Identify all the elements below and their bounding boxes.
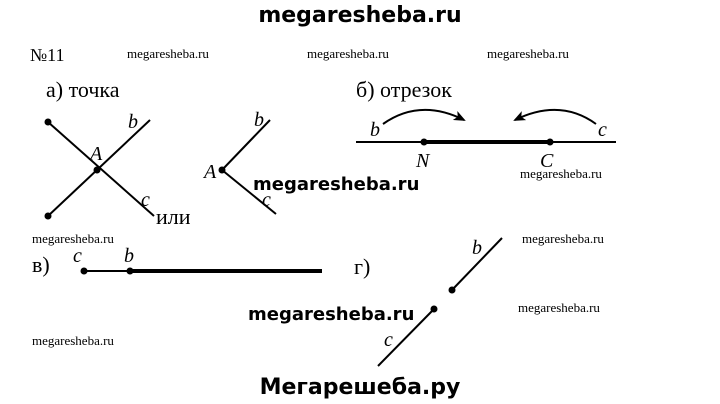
part-v-c-label: c [73, 245, 82, 267]
part-b-left-label: b [370, 119, 380, 141]
watermark-small-3: megaresheba.ru [487, 46, 569, 61]
watermark-small-4: megaresheba.ru [520, 166, 602, 181]
watermark-middle-2: megaresheba.ru [248, 304, 414, 325]
part-b-point-n [420, 138, 428, 146]
part-a-point-a [93, 166, 101, 174]
part-b-c-label: C [540, 150, 554, 172]
part-g-b-label: b [472, 237, 482, 259]
part-a-ray-c-label: c [141, 189, 150, 211]
part-g-c-label: c [384, 329, 393, 351]
problem-number: №11 [30, 45, 65, 65]
part-a-angle-c-label: c [262, 189, 271, 211]
part-g-label: г) [354, 254, 370, 279]
part-a-angle-ray-c [221, 169, 277, 215]
watermark-small-5: megaresheba.ru [32, 231, 114, 246]
part-a-angle-ray-b [221, 119, 271, 171]
part-a-angle-b-label: b [254, 109, 264, 131]
part-b-arrow-left [382, 109, 466, 125]
part-a-point-label: A [88, 143, 103, 165]
part-v-point-b [126, 267, 134, 275]
watermark-small-8: megaresheba.ru [32, 333, 114, 348]
part-a-angle-vertex-label: A [202, 161, 217, 183]
part-b-arrow-right [513, 109, 597, 125]
part-a-line-1 [47, 121, 155, 217]
watermark-small-1: megaresheba.ru [127, 46, 209, 61]
part-v-point-c [80, 267, 88, 275]
part-b-point-c [546, 138, 554, 146]
watermark-top: megaresheba.ru [258, 3, 461, 28]
part-g-ray-b [451, 237, 503, 291]
part-a-label: а) точка [46, 77, 120, 102]
watermark-small-6: megaresheba.ru [522, 231, 604, 246]
watermark-middle-1: megaresheba.ru [253, 174, 419, 195]
watermark-small-7: megaresheba.ru [518, 300, 600, 315]
part-a-endpoint-2 [44, 212, 52, 220]
part-g-ray-c [377, 308, 435, 367]
part-g-point-c [430, 305, 438, 313]
part-v-label: в) [32, 252, 50, 277]
part-b-n-label: N [415, 150, 431, 172]
part-a-or-text: или [156, 204, 191, 229]
part-a-ray-b-label: b [128, 111, 138, 133]
watermark-small-2: megaresheba.ru [307, 46, 389, 61]
part-a-endpoint-1 [44, 118, 52, 126]
part-b-label: б) отрезок [356, 77, 452, 102]
part-v-b-label: b [124, 245, 134, 267]
watermark-bottom: Мегарешеба.ру [260, 375, 461, 400]
part-b-right-label: c [598, 119, 607, 141]
part-g-point-b [448, 286, 456, 294]
part-a-angle-vertex [218, 166, 226, 174]
